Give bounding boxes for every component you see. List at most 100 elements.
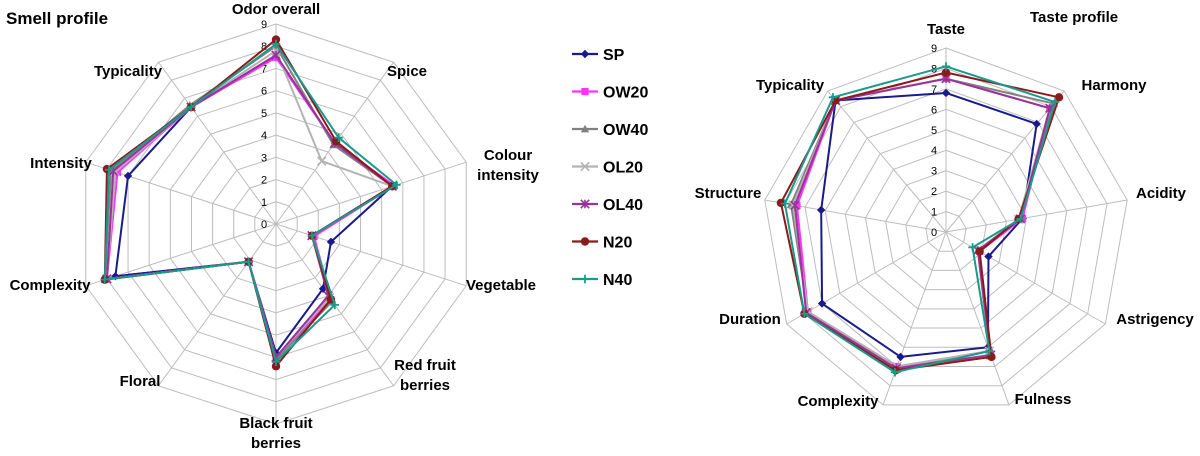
grid-ring <box>864 149 1028 310</box>
tick-label: 7 <box>931 84 937 96</box>
series-line-ol20 <box>791 77 1052 368</box>
series-line-ow20 <box>105 55 397 360</box>
tick-label: 3 <box>261 152 267 164</box>
data-point <box>1050 97 1060 107</box>
grid-ring <box>804 88 1088 367</box>
data-point <box>793 202 801 210</box>
data-point <box>113 168 122 177</box>
tick-label: 0 <box>931 227 937 239</box>
legend-item-ol40: OL40 <box>572 197 643 214</box>
tick-label: 8 <box>261 41 267 53</box>
series-line-n20 <box>103 38 394 369</box>
data-point <box>271 39 281 49</box>
grid-ring <box>824 108 1068 348</box>
grid-ring <box>764 47 1128 406</box>
tick-label: 2 <box>931 186 937 198</box>
grid-spoke <box>945 199 1128 233</box>
tick-label: 4 <box>261 130 267 142</box>
grid-ring <box>905 190 987 271</box>
tick-label: 4 <box>931 145 937 157</box>
axis-label-spice: Spice <box>387 63 427 80</box>
legend-label: OW40 <box>603 122 648 139</box>
legend-item-n40: N40 <box>572 272 632 289</box>
series-ol40 <box>102 50 398 363</box>
data-point <box>790 200 800 211</box>
data-point <box>104 165 114 174</box>
data-point <box>330 300 339 310</box>
axis-label-complexity: Complexity <box>798 393 880 410</box>
axis-label-harmony: Harmony <box>1081 77 1147 94</box>
tick-label: 9 <box>931 43 937 55</box>
series-ow40 <box>100 42 397 363</box>
series-line-ol40 <box>105 53 395 360</box>
series-line-sp <box>114 55 394 356</box>
grid-spoke <box>158 223 277 387</box>
legend-marker <box>580 274 590 284</box>
axis-label-astrigency: Astrigency <box>1116 311 1194 328</box>
tick-label: 1 <box>931 207 937 219</box>
grid-spoke <box>158 61 277 225</box>
axis-label-odor-overall: Odor overall <box>232 1 320 18</box>
axis-label-vegetable: Vegetable <box>466 277 536 294</box>
data-point <box>1054 93 1064 102</box>
axis-label-typicality: Typicality <box>94 63 163 80</box>
data-point <box>392 180 401 190</box>
data-point <box>941 68 951 77</box>
legend-label: N40 <box>603 272 632 289</box>
data-point <box>828 93 838 102</box>
legend-item-ow40: OW40 <box>572 122 648 139</box>
data-point <box>271 362 281 371</box>
axis-labels: TasteHarmonyAcidityAstrigencyFulnessComp… <box>695 21 1195 410</box>
data-point <box>896 352 905 362</box>
tick-label: 5 <box>931 125 937 137</box>
data-point <box>186 102 196 112</box>
legend-label: OL40 <box>603 197 643 214</box>
legend-label: SP <box>603 47 625 64</box>
series-sp <box>111 53 397 358</box>
axis-label-typicality: Typicality <box>756 77 825 94</box>
data-point <box>100 275 110 284</box>
legend-item-ol20: OL20 <box>572 160 643 177</box>
grid-spoke <box>275 161 467 225</box>
grid-spoke <box>945 231 1106 325</box>
data-point <box>271 50 281 60</box>
data-point <box>985 346 994 356</box>
series-line-n40 <box>783 65 1057 374</box>
tick-label: 0 <box>261 219 267 231</box>
taste-profile-title: Taste profile <box>1030 9 1118 26</box>
tick-label: 5 <box>261 108 267 120</box>
data-point <box>307 231 317 240</box>
axis-label-taste: Taste <box>927 21 965 38</box>
axis-label-duration: Duration <box>719 311 781 328</box>
grid-spoke <box>882 231 947 406</box>
data-point <box>1032 119 1041 129</box>
data-point <box>975 247 984 256</box>
series-n40 <box>100 39 401 366</box>
data-point <box>941 88 951 98</box>
data-point <box>326 237 336 247</box>
data-point <box>800 309 809 318</box>
grid-spoke <box>275 223 467 287</box>
legend-label: OL20 <box>603 160 643 177</box>
legend-marker <box>580 161 590 172</box>
data-point <box>271 357 281 366</box>
series-n40 <box>780 62 1060 377</box>
data-point <box>780 199 790 208</box>
data-point <box>334 133 343 142</box>
legend-item-n20: N20 <box>572 235 632 252</box>
series-ow20 <box>103 53 398 361</box>
data-point <box>1016 214 1025 224</box>
axis-label-structure: Structure <box>695 185 762 202</box>
data-point <box>817 299 827 308</box>
grid-ring <box>925 211 967 252</box>
data-point <box>816 205 826 215</box>
axis-label-complexity: Complexity <box>10 277 92 294</box>
grid-spoke <box>786 231 947 325</box>
series-line-sp <box>820 91 1038 358</box>
axis-label-acidity: Acidity <box>1136 185 1187 202</box>
tick-label: 1 <box>261 197 267 209</box>
series-line-ow20 <box>795 77 1052 368</box>
